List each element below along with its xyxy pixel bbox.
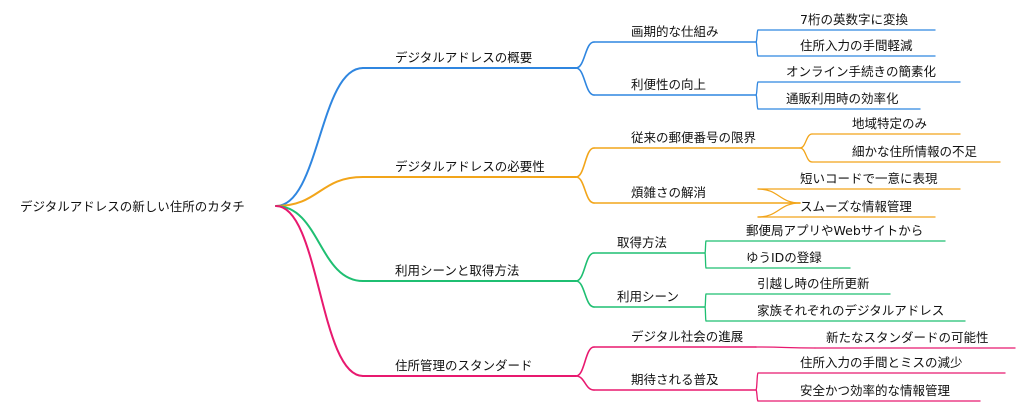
leaf-label: 細かな住所情報の不足 — [852, 144, 978, 159]
subbranch-connector — [575, 252, 595, 282]
leaf-label: ゆうIDの登録 — [746, 250, 822, 265]
leaf-connector — [799, 147, 813, 163]
subbranch-connector — [575, 280, 595, 308]
leaf-label: 引越し時の住所更新 — [757, 276, 870, 291]
subbranch-label: 期待される普及 — [631, 372, 719, 387]
leaf-connector — [704, 240, 707, 254]
subbranch-label: 従来の郵便番号の限界 — [631, 130, 757, 145]
leaf-label: 安全かつ効率的な情報管理 — [800, 383, 951, 398]
leaf-connector — [757, 202, 801, 218]
leaf-label: 住所入力の手間軽減 — [800, 38, 913, 53]
subbranch-label: 画期的な仕組み — [631, 24, 719, 39]
leaf-connector — [755, 346, 816, 349]
subbranch-connector — [575, 176, 595, 204]
leaf-label: 家族それぞれのデジタルアドレス — [757, 303, 944, 318]
branch-connector — [275, 67, 364, 207]
branch-label: デジタルアドレスの概要 — [395, 50, 532, 65]
subbranch-label: デジタル社会の進展 — [631, 329, 743, 344]
leaf-label: 新たなスタンダードの可能性 — [826, 330, 989, 345]
leaf-label: スムーズな情報管理 — [800, 199, 912, 214]
subbranch-label: 利用シーン — [617, 289, 679, 304]
subbranch-connector — [575, 375, 595, 391]
leaf-connector — [799, 133, 813, 149]
branch-label: 利用シーンと取得方法 — [395, 263, 519, 278]
leaf-connector — [755, 389, 759, 402]
leaf-connector — [704, 293, 707, 308]
branch-label: 住所管理のスタンダード — [395, 358, 533, 373]
branch-label: デジタルアドレスの必要性 — [395, 159, 545, 174]
leaf-label: 通販利用時の効率化 — [786, 91, 899, 106]
branch-connector — [275, 205, 364, 282]
leaf-connector — [755, 94, 759, 110]
leaf-label: 住所入力の手間とミスの減少 — [800, 355, 963, 370]
leaf-connector — [755, 372, 759, 391]
leaf-connector — [704, 252, 707, 269]
root-node-label: デジタルアドレスの新しい住所のカタチ — [20, 199, 245, 214]
subbranch-label: 煩雑さの解消 — [631, 185, 706, 200]
leaf-connector — [755, 81, 759, 96]
branch-connector — [275, 176, 364, 207]
leaf-label: 短いコードで一意に表現 — [800, 171, 938, 186]
leaf-connector — [755, 41, 759, 57]
leaf-connector — [755, 29, 759, 43]
leaf-label: 地域特定のみ — [852, 116, 927, 131]
subbranch-connector — [575, 41, 595, 69]
subbranch-connector — [575, 67, 595, 96]
subbranch-connector — [575, 346, 595, 377]
subbranch-connector — [575, 147, 595, 178]
leaf-connector — [757, 188, 801, 204]
leaf-label: 7桁の英数字に変換 — [800, 12, 908, 27]
leaf-label: オンライン手続きの簡素化 — [786, 64, 937, 79]
leaf-connector — [704, 306, 707, 322]
subbranch-label: 利便性の向上 — [631, 77, 706, 92]
subbranch-label: 取得方法 — [617, 235, 667, 250]
branch-connector — [275, 205, 364, 377]
leaf-label: 郵便局アプリやWebサイトから — [746, 223, 923, 238]
